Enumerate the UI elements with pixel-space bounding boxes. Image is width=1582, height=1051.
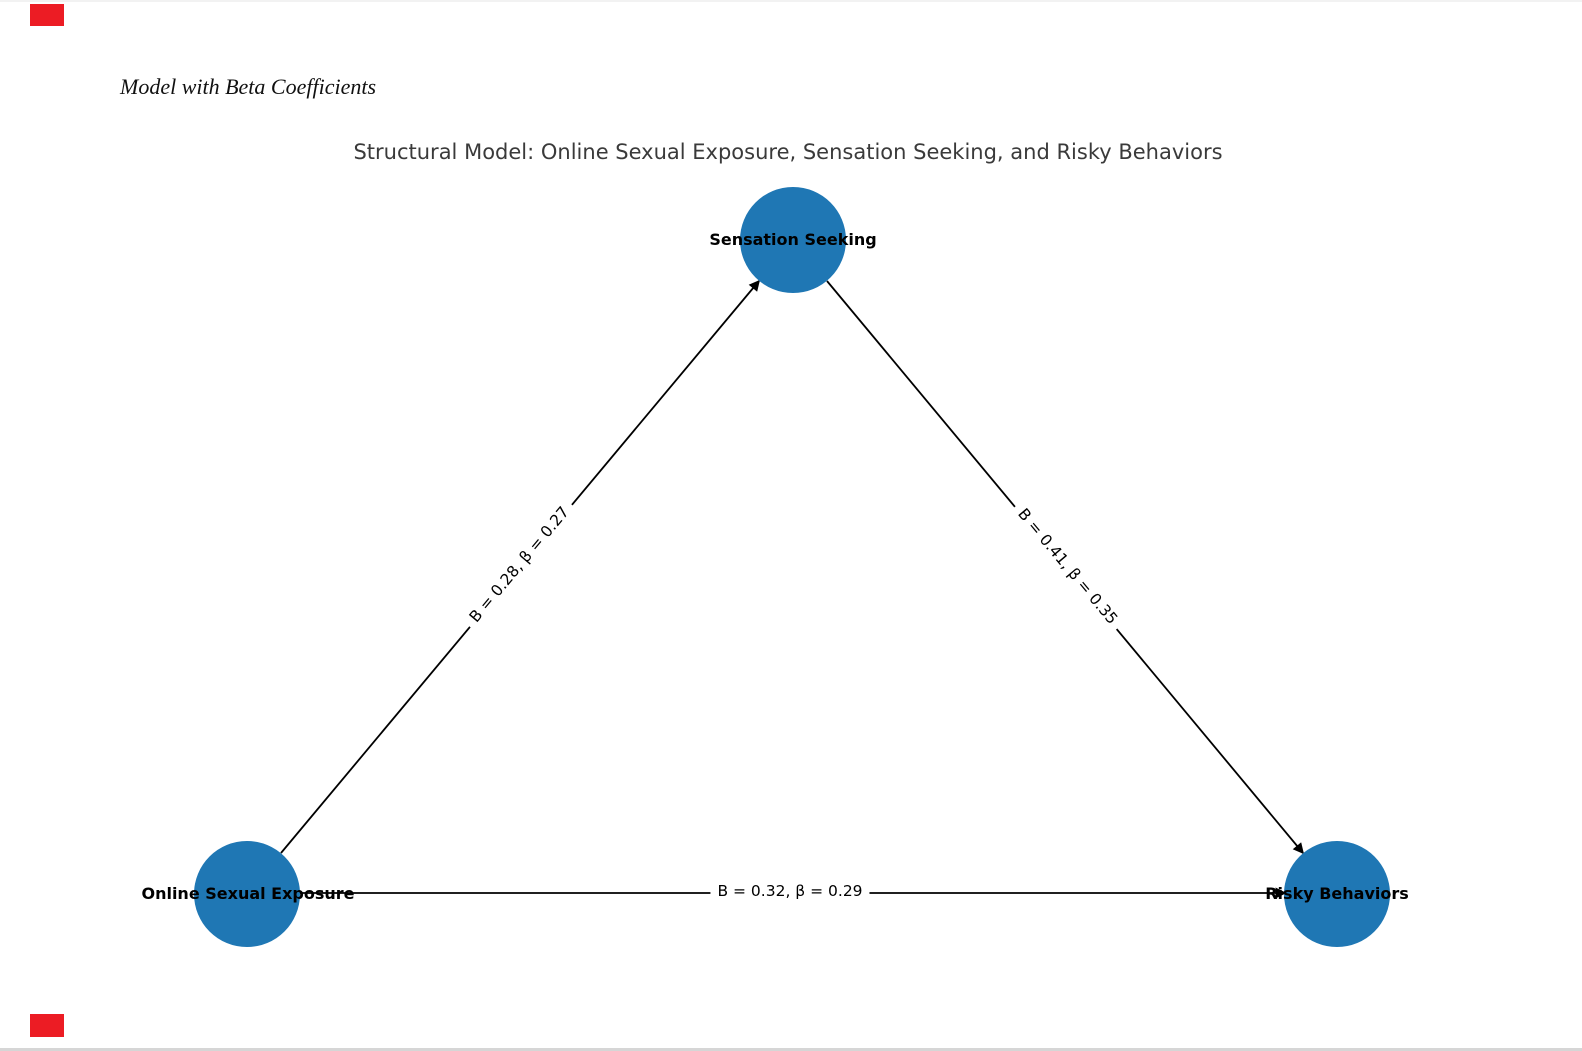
page-top-edge-line	[0, 0, 1582, 2]
edge-label-b032: B = 0.32, β = 0.29	[710, 881, 870, 903]
page-bottom-edge-line	[0, 1048, 1582, 1051]
node-risky-behaviors	[1284, 841, 1390, 947]
node-label-sensation-seeking: Sensation Seeking	[709, 230, 877, 250]
page-heading: Model with Beta Coefficients	[120, 74, 377, 99]
node-label-risky-behaviors: Risky Behaviors	[1265, 884, 1409, 904]
red-corner-marker-top-left	[30, 4, 64, 26]
node-online-sexual-exposure	[194, 841, 300, 947]
red-corner-marker-bottom-left	[30, 1014, 64, 1037]
node-sensation-seeking	[740, 187, 846, 293]
diagram-title: Structural Model: Online Sexual Exposure…	[353, 140, 1223, 164]
node-label-online-sexual-exposure: Online Sexual Exposure	[141, 884, 355, 904]
